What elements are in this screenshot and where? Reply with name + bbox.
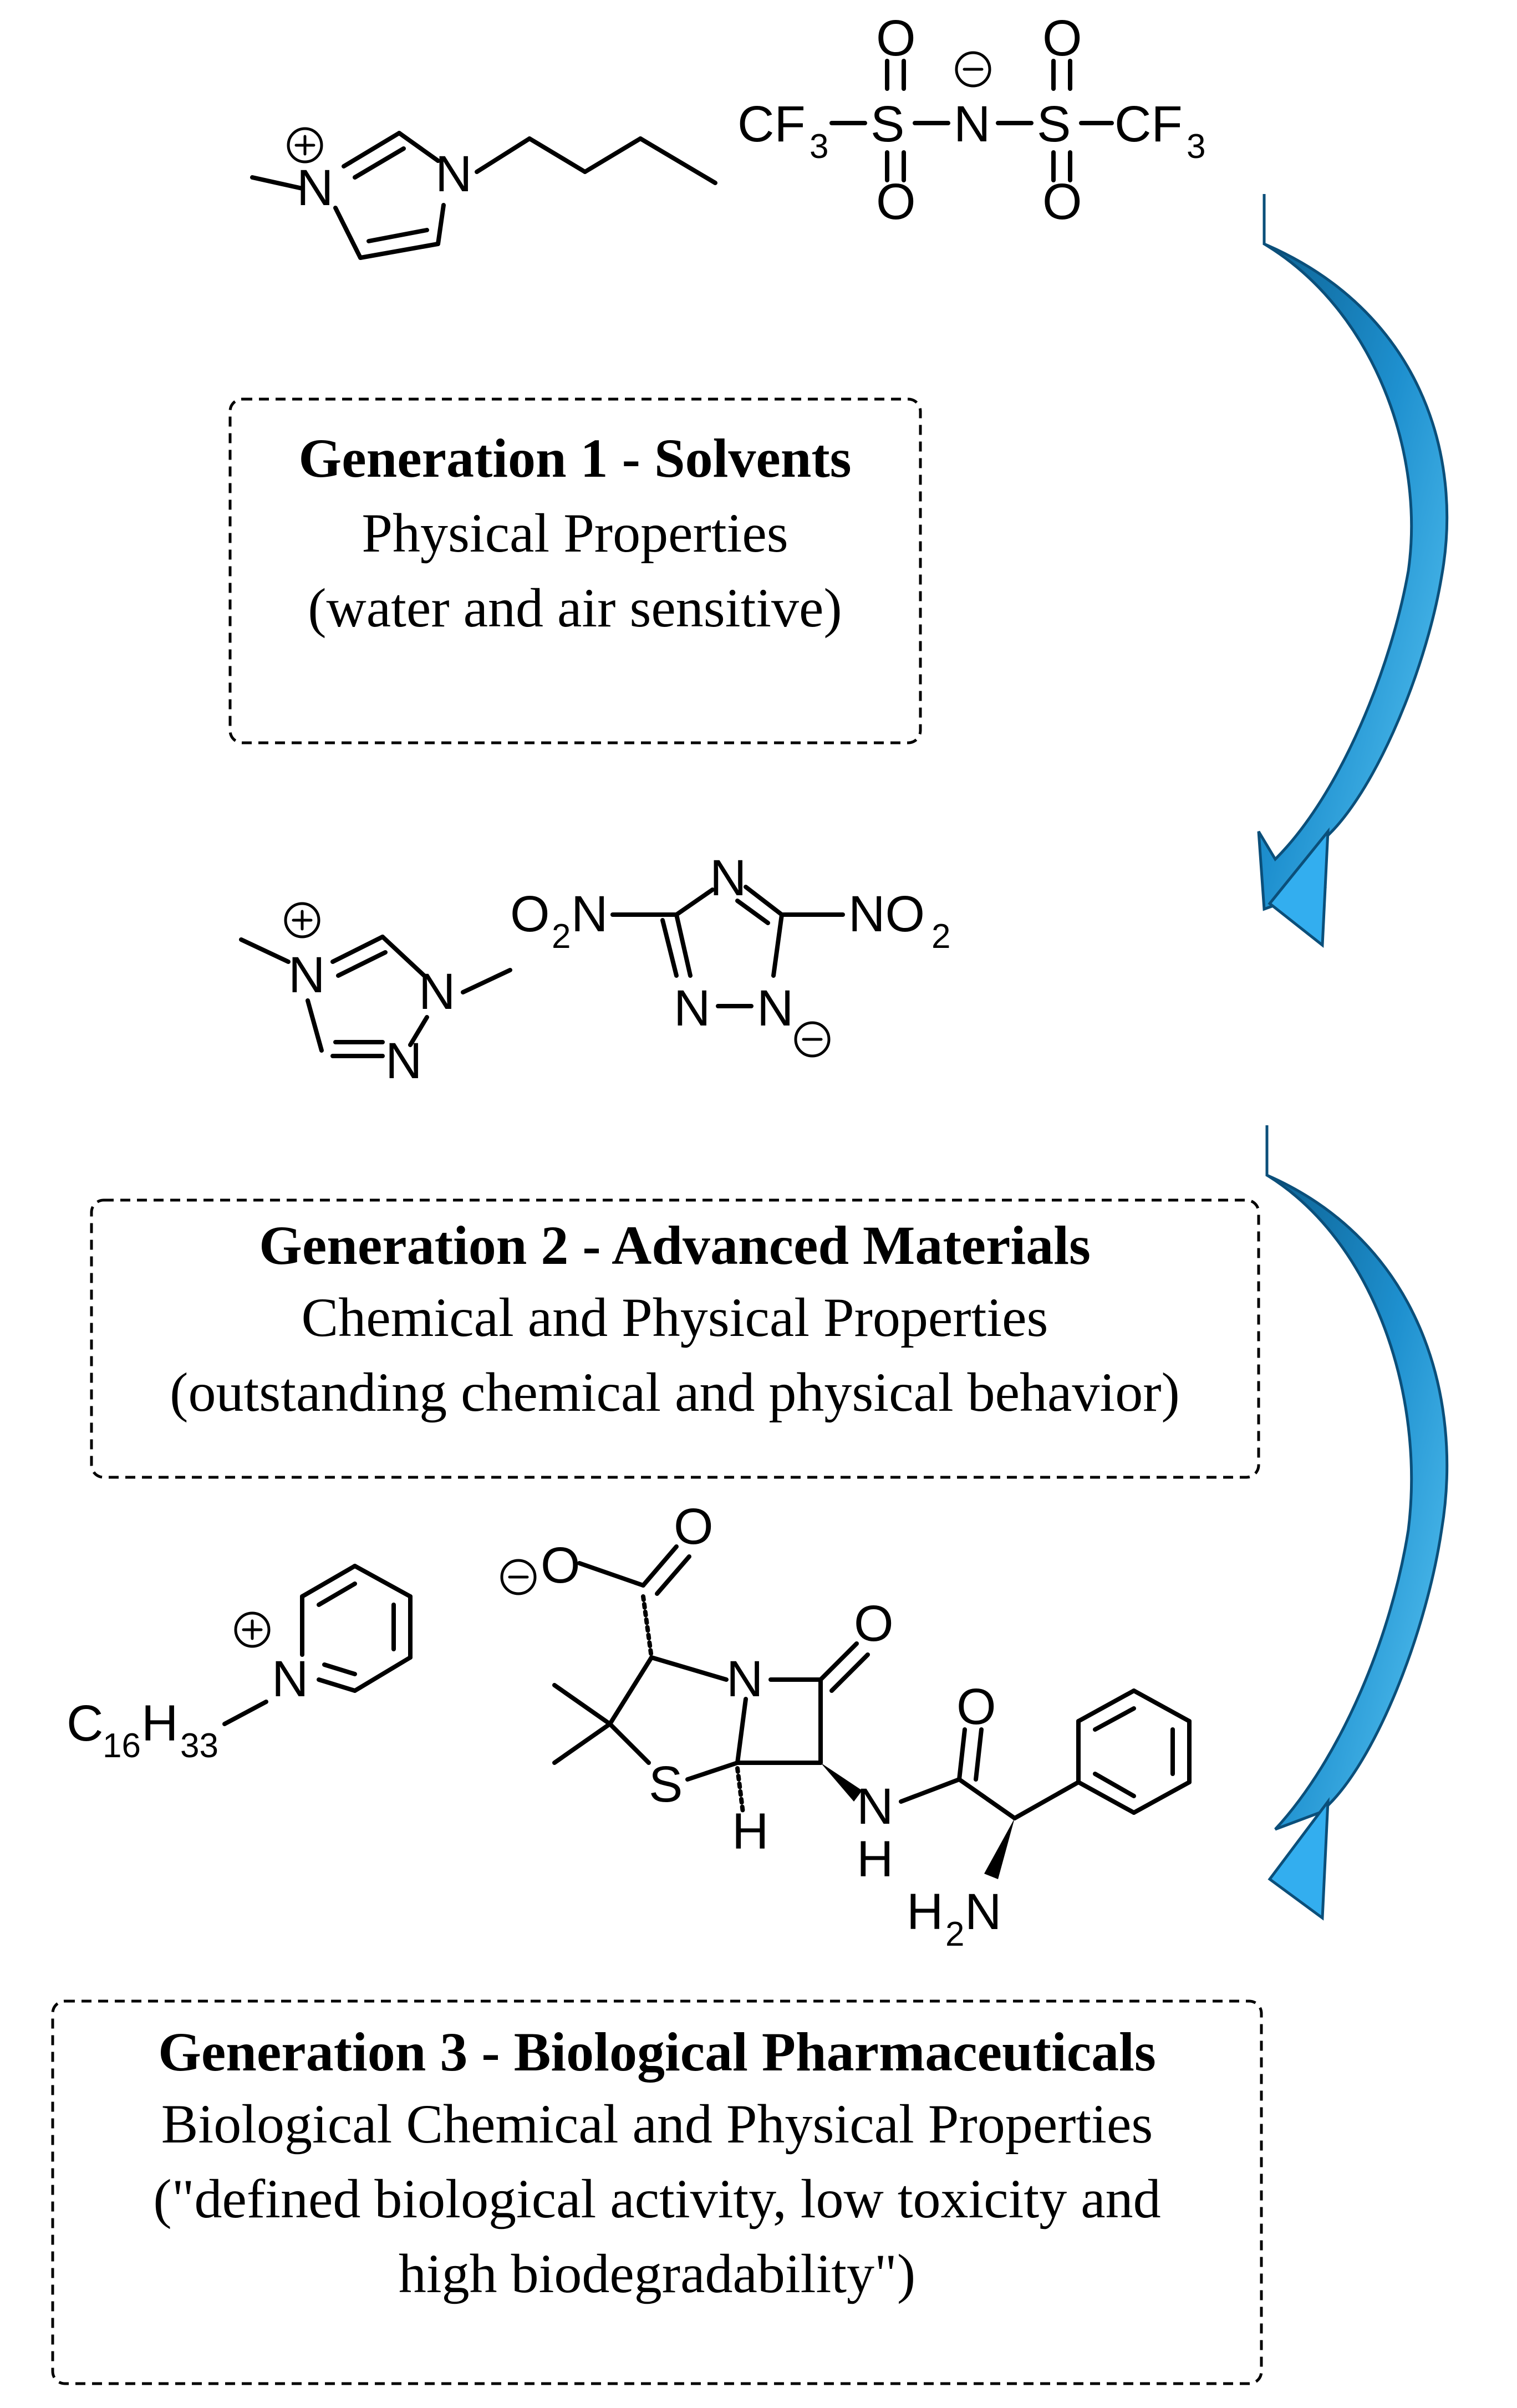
- triazolium-cation: N N N: [239, 902, 512, 1089]
- svg-text:H: H: [907, 1884, 943, 1940]
- svg-text:N: N: [965, 1884, 1001, 1940]
- svg-text:O: O: [510, 886, 550, 942]
- svg-text:O: O: [876, 174, 916, 230]
- generation-3-line-3: high biodegradability"): [399, 2243, 915, 2304]
- svg-text:N: N: [674, 980, 710, 1037]
- svg-text:S: S: [649, 1756, 683, 1813]
- svg-text:H: H: [857, 1831, 893, 1887]
- atom-n-minus: N: [954, 96, 990, 152]
- arrow-gen1-to-gen2: [1257, 194, 1449, 911]
- svg-text:O: O: [1042, 10, 1082, 67]
- ampicillin-anion: O O N S H O N H O H 2 N: [500, 1498, 1192, 1953]
- arrow-2-head: [1267, 1797, 1330, 1921]
- svg-text:2: 2: [945, 1915, 964, 1953]
- atom-s-left: S: [871, 96, 904, 152]
- atom-s-right: S: [1037, 96, 1071, 152]
- generation-1-line-1: Physical Properties: [362, 502, 788, 564]
- generation-2-title: Generation 2 - Advanced Materials: [259, 1215, 1091, 1276]
- atom-n-plus: N: [297, 160, 333, 216]
- bmim-cation: N N: [250, 127, 717, 260]
- svg-text:NO: NO: [848, 886, 925, 942]
- generation-1-line-2: (water and air sensitive): [308, 577, 842, 639]
- generation-3-line-2: ("defined biological activity, low toxic…: [153, 2168, 1160, 2230]
- svg-text:C: C: [67, 1695, 103, 1752]
- svg-text:N: N: [288, 947, 325, 1003]
- arrow-gen2-to-gen3: [1265, 1125, 1449, 1831]
- svg-text:N: N: [710, 850, 746, 906]
- svg-text:H: H: [732, 1803, 768, 1860]
- svg-text:N: N: [419, 963, 455, 1020]
- cetylpyridinium-cation: C 16 H 33 N: [67, 1564, 413, 1765]
- generation-1-title: Generation 1 - Solvents: [298, 427, 851, 489]
- svg-text:2: 2: [552, 917, 571, 956]
- svg-text:3: 3: [1187, 127, 1205, 166]
- generation-1-box: [228, 397, 922, 744]
- svg-text:16: 16: [103, 1727, 141, 1765]
- generation-2-line-1: Chemical and Physical Properties: [302, 1287, 1048, 1348]
- svg-text:O: O: [956, 1679, 996, 1735]
- svg-text:O: O: [876, 10, 916, 67]
- arrow-1-head: [1267, 827, 1330, 948]
- generation-2-box: [90, 1198, 1260, 1479]
- svg-text:O: O: [854, 1595, 894, 1652]
- svg-text:O: O: [674, 1498, 714, 1555]
- svg-text:N: N: [385, 1033, 422, 1089]
- generation-2-line-2: (outstanding chemical and physical behav…: [170, 1361, 1180, 1423]
- generation-3-title: Generation 3 - Biological Pharmaceutical…: [158, 2021, 1156, 2083]
- ntf2-anion: CF 3 S O O N S O O CF 3: [737, 10, 1205, 230]
- cf3-right: CF: [1114, 96, 1183, 152]
- dinitrotriazolate-anion: O 2 N N NO 2 N N: [510, 850, 950, 1058]
- generation-3-line-1: Biological Chemical and Physical Propert…: [161, 2093, 1153, 2155]
- svg-text:3: 3: [810, 127, 828, 166]
- svg-text:O: O: [1042, 174, 1082, 230]
- svg-text:2: 2: [931, 917, 950, 956]
- svg-text:N: N: [272, 1651, 308, 1707]
- svg-text:N: N: [757, 980, 793, 1037]
- svg-text:N: N: [857, 1778, 893, 1835]
- svg-text:33: 33: [180, 1727, 218, 1765]
- svg-text:O: O: [541, 1537, 581, 1594]
- svg-text:H: H: [141, 1695, 178, 1752]
- atom-n: N: [435, 146, 472, 202]
- cf3-left: CF: [737, 96, 806, 152]
- svg-text:N: N: [571, 886, 608, 942]
- generation-3-box: [51, 1999, 1263, 2385]
